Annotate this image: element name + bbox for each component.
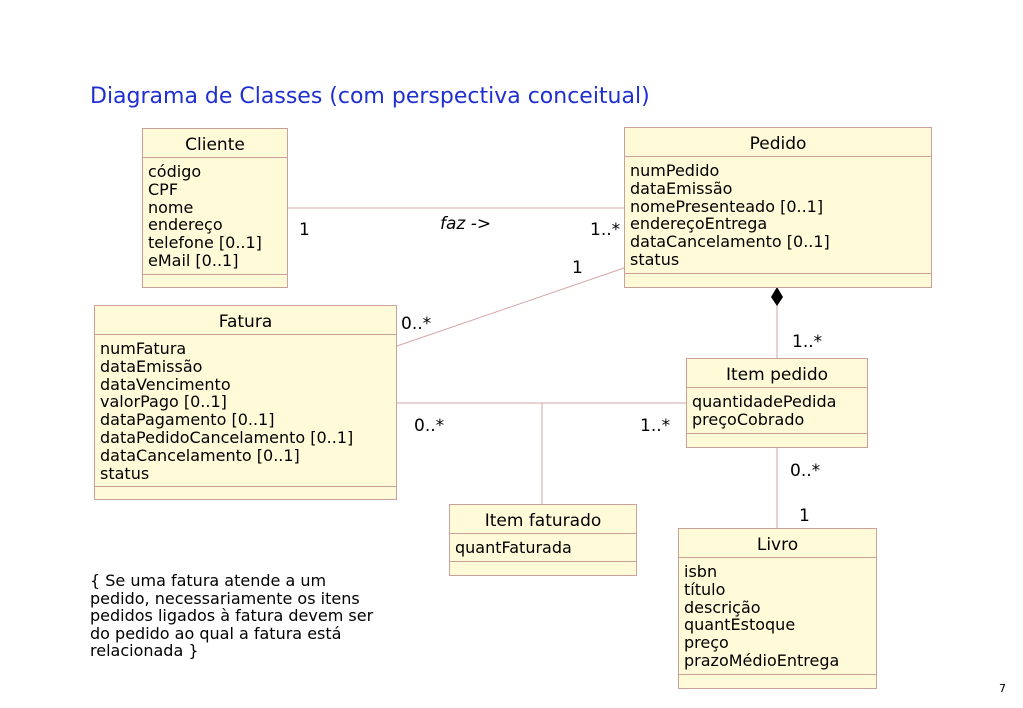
attribute: status (100, 463, 150, 483)
note-line: relacionada } (90, 641, 199, 660)
attribute: telefone [0..1] (148, 233, 262, 253)
class-name: Item pedido (687, 359, 867, 388)
attribute: isbn (684, 562, 718, 581)
multiplicity-fatura-item: 0..* (414, 416, 445, 436)
multiplicity-itempedido-fatura: 1..* (640, 416, 671, 436)
attribute: status (630, 249, 680, 269)
note-line: pedido, necessariamente os itens (90, 588, 360, 608)
attribute: dataVencimento (100, 374, 231, 394)
attribute: prazoMédioEntrega (684, 650, 840, 670)
class-pedido: Pedido numPedido dataEmissão nomePresent… (624, 127, 932, 288)
class-name: Cliente (143, 129, 287, 158)
class-attributes: isbn título descrição quantEstoque preço… (679, 558, 876, 675)
multiplicity-cliente: 1 (299, 220, 310, 240)
note-line: { Se uma fatura atende a um (90, 571, 327, 590)
attribute: quantFaturada (455, 538, 572, 557)
class-name: Fatura (95, 306, 396, 335)
class-name: Pedido (625, 128, 931, 157)
multiplicity-pedido-fatura: 1 (572, 258, 583, 278)
diagram-title: Diagrama de Classes (com perspectiva con… (90, 84, 650, 109)
line-pedido-fatura (396, 267, 625, 347)
note-line: do pedido ao qual a fatura está (90, 623, 342, 643)
class-name: Livro (679, 529, 876, 558)
multiplicity-fatura-pedido: 0..* (401, 314, 432, 334)
attribute: endereço (148, 215, 223, 235)
class-name: Item faturado (450, 505, 636, 534)
class-fatura: Fatura numFatura dataEmissão dataVencime… (94, 305, 397, 500)
attribute: CPF (148, 179, 179, 199)
attribute: nome (148, 197, 194, 217)
composition-diamond-icon (771, 287, 783, 306)
constraint-note: { Se uma fatura atende a um pedido, nece… (90, 572, 450, 660)
attribute: endereçoEntrega (630, 214, 768, 234)
attribute: descrição (684, 597, 761, 617)
attribute: eMail [0..1] (148, 250, 239, 270)
association-label-faz: faz -> (440, 214, 492, 234)
class-attributes: quantFaturada (450, 534, 636, 562)
class-attributes: numFatura dataEmissão dataVencimento val… (95, 335, 396, 488)
class-livro: Livro isbn título descrição quantEstoque… (678, 528, 877, 689)
attribute: código (148, 162, 202, 181)
class-attributes: código CPF nome endereço telefone [0..1]… (143, 158, 287, 275)
attribute: título (684, 579, 726, 599)
attribute: numPedido (630, 161, 720, 180)
class-item-faturado: Item faturado quantFaturada (449, 504, 637, 576)
multiplicity-itempedido-pedido: 1..* (792, 332, 823, 352)
attribute: dataEmissão (100, 356, 203, 376)
class-attributes: numPedido dataEmissão nomePresenteado [0… (625, 157, 931, 274)
multiplicity-pedido-cliente: 1..* (590, 220, 621, 240)
attribute: quantidadePedida (692, 392, 837, 411)
attribute: dataPedidoCancelamento [0..1] (100, 427, 354, 447)
class-cliente: Cliente código CPF nome endereço telefon… (142, 128, 288, 288)
attribute: preço (684, 633, 729, 653)
attribute: dataCancelamento [0..1] (100, 445, 300, 465)
attribute: quantEstoque (684, 615, 796, 635)
class-attributes: quantidadePedida preçoCobrado (687, 388, 867, 434)
page-number: 7 (999, 682, 1006, 695)
attribute: nomePresenteado [0..1] (630, 196, 824, 216)
multiplicity-livro: 1 (799, 506, 810, 526)
attribute: dataCancelamento [0..1] (630, 232, 830, 252)
attribute: preçoCobrado (692, 409, 805, 429)
class-item-pedido: Item pedido quantidadePedida preçoCobrad… (686, 358, 868, 448)
multiplicity-itempedido-livro: 0..* (790, 461, 821, 481)
attribute: valorPago [0..1] (100, 392, 227, 412)
attribute: dataPagamento [0..1] (100, 410, 275, 430)
attribute: numFatura (100, 339, 187, 358)
note-line: pedidos ligados à fatura devem ser (90, 606, 374, 625)
attribute: dataEmissão (630, 178, 733, 198)
